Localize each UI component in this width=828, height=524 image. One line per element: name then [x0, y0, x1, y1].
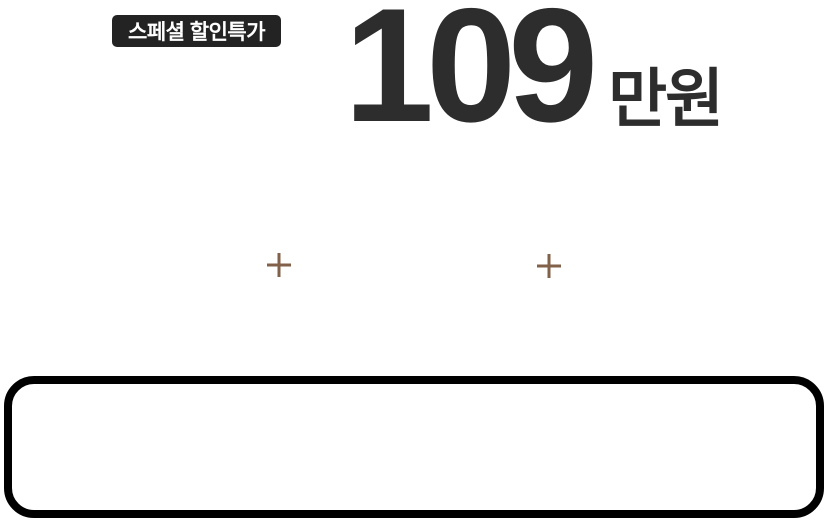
content-panel [4, 376, 824, 518]
special-sale-badge: 스페셜 할인특가 [112, 15, 282, 47]
price: 109 만원 [344, 0, 724, 156]
price-amount: 109 [344, 0, 598, 156]
price-unit: 만원 [608, 63, 724, 135]
plus-icon [537, 254, 561, 278]
plus-icon [267, 253, 291, 277]
special-sale-badge-label: 스페셜 할인특가 [128, 21, 266, 44]
